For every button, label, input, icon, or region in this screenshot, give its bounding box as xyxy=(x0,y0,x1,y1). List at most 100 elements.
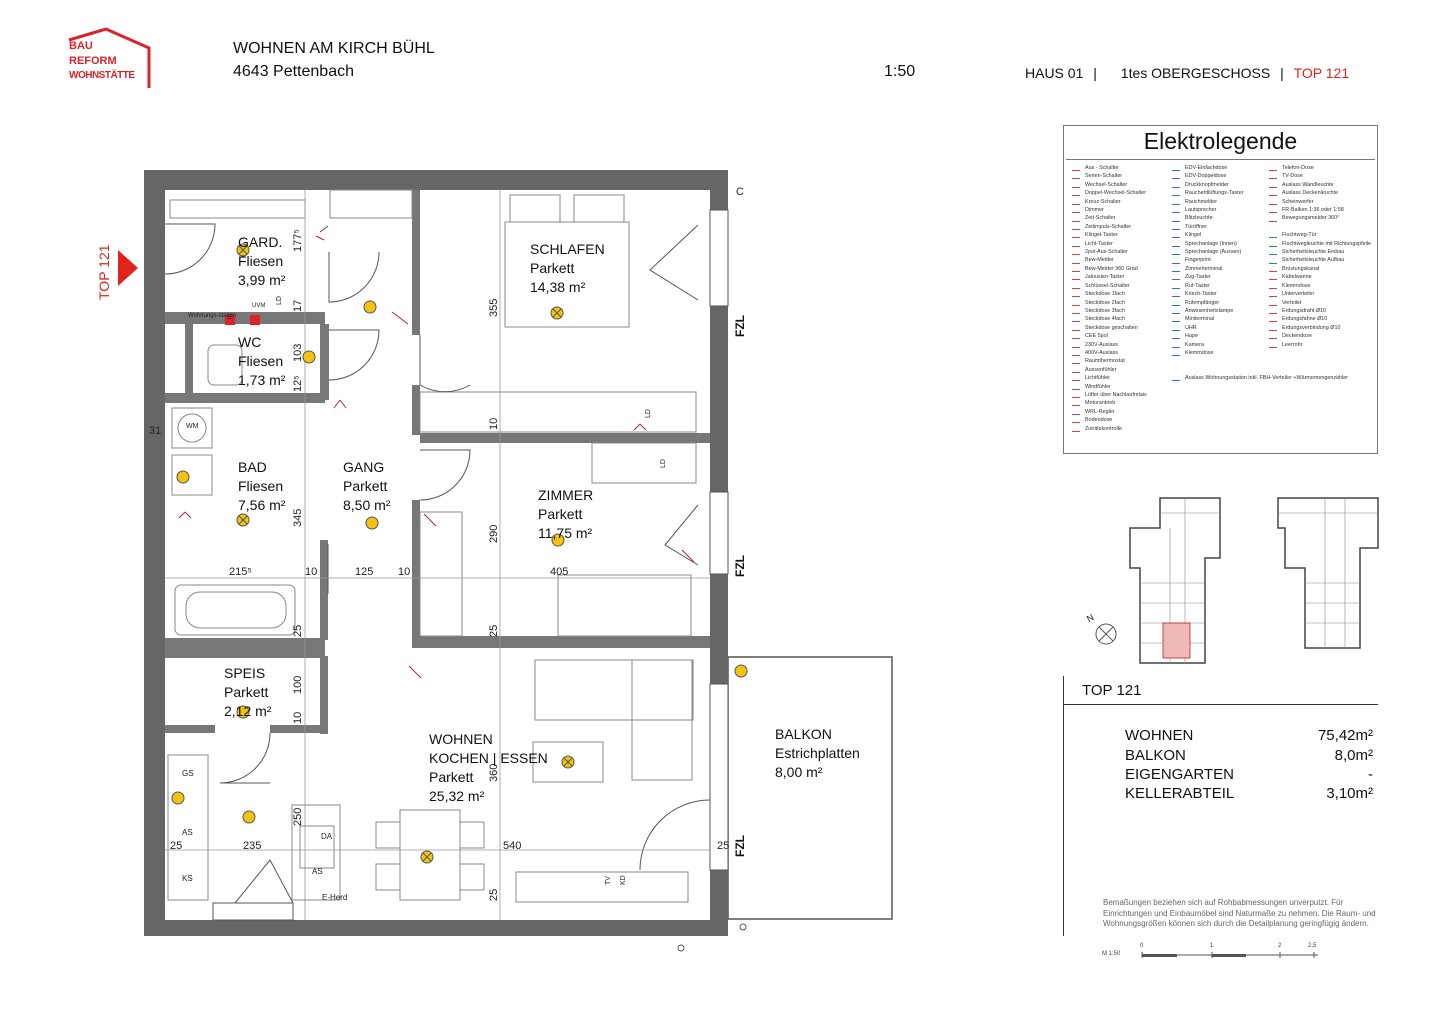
legend-label: Lautsprecher xyxy=(1185,207,1217,214)
legend-symbol-icon xyxy=(1072,223,1080,230)
room-gard-floor: Fliesen xyxy=(238,253,284,269)
legend-label: Bodendose xyxy=(1085,417,1113,424)
legend-symbol-icon xyxy=(1072,324,1080,331)
legend-symbol-icon xyxy=(1172,223,1180,230)
legend-label: Aussenfühler xyxy=(1085,366,1117,373)
fzl-label: FZL xyxy=(733,555,747,577)
legend-label: Steckdose geschalten xyxy=(1085,324,1138,331)
area-value: 75,42m² xyxy=(1317,727,1373,744)
room-gang-floor: Parkett xyxy=(343,478,388,494)
dimension: 31 xyxy=(149,425,162,437)
area-value: 3,10m² xyxy=(1326,785,1373,802)
legend-symbol-icon xyxy=(1072,189,1080,197)
legend-item: Bew-Melder xyxy=(1072,256,1147,264)
legend-label: 2pol-Aus-Schalter xyxy=(1085,249,1128,256)
room-schlafen: SCHLAFEN Parkett 14,38 m² xyxy=(530,240,605,297)
room-zimmer-floor: Parkett xyxy=(538,506,583,522)
legend-symbol-icon xyxy=(1172,290,1180,298)
room-wc-floor: Fliesen xyxy=(238,353,284,369)
legend-label: Sprechanlage (Aussen) xyxy=(1185,249,1242,256)
house-label: HAUS 01 | 1tes OBERGESCHOSS | TOP 121 xyxy=(1025,65,1349,81)
legend-label: Steckdose 1fach xyxy=(1085,291,1125,298)
legend-item: Kabelwanne xyxy=(1269,273,1371,281)
legend-item: Ruf-Taster xyxy=(1172,282,1348,290)
legend-label: Türöffner xyxy=(1185,223,1207,230)
legend-symbol-icon xyxy=(1072,282,1080,289)
area-row: WOHNEN 75,42m² xyxy=(1125,727,1373,744)
legend-label: Klingel-Taster xyxy=(1085,232,1118,239)
legend-symbol-icon xyxy=(1172,324,1180,331)
legend-item: Erdungsverbindung Ø10 xyxy=(1269,324,1371,332)
legend-item: Sicherheitsleuchte Aufbau xyxy=(1269,256,1371,264)
room-balkon-name: BALKON xyxy=(775,726,832,742)
disclaimer-note: Bemaßungen beziehen sich auf Rohbabmessu… xyxy=(1103,898,1376,928)
room-speis-name: SPEIS xyxy=(224,665,266,681)
legend-item: Doppel-Wechsel-Schalter xyxy=(1072,189,1147,197)
room-bad-floor: Fliesen xyxy=(238,478,284,494)
legend-label: 230V-Auslass xyxy=(1085,341,1118,348)
area-label: BALKON xyxy=(1125,747,1186,764)
area-value: 8,0m² xyxy=(1334,747,1373,764)
fixture-e: E xyxy=(228,314,233,321)
legend-label: Zeit-Schalter xyxy=(1085,215,1116,222)
dimension: 10 xyxy=(488,417,500,430)
legend-label: Sicherheitsleuchte Aufbau xyxy=(1282,257,1345,264)
legend-symbol-icon xyxy=(1269,240,1277,247)
legend-symbol-icon xyxy=(1269,181,1277,188)
legend-label: WRL-Regler xyxy=(1085,408,1115,415)
legend-label: Druckknopfmelder xyxy=(1185,181,1229,188)
legend-item: Bew-Melder 360 Grad xyxy=(1072,265,1147,273)
legend-symbol-icon xyxy=(1269,290,1277,298)
fixture-ks: KS xyxy=(182,874,193,883)
legend-symbol-icon xyxy=(1269,282,1277,289)
room-wc-area: 1,73 m² xyxy=(238,372,286,388)
legend-label: Bew-Melder 360 Grad xyxy=(1085,265,1138,272)
legend-item: TV-Dose xyxy=(1269,172,1371,180)
legend-item: Sprechanlage (Innen) xyxy=(1172,240,1348,248)
legend-symbol-icon xyxy=(1072,257,1080,264)
legend-item: Brüstungskanal xyxy=(1269,265,1371,273)
area-row: KELLERABTEIL 3,10m² xyxy=(1125,785,1373,802)
dimension: 177⁵ xyxy=(292,229,304,252)
legend-label: Bewegungsmelder 360° xyxy=(1282,215,1340,222)
fixture-da: DA xyxy=(321,832,333,841)
legend-item: Steckdose 1fach xyxy=(1072,290,1147,298)
logo: BAU REFORM WOHNSTÄTTE xyxy=(66,26,152,90)
legend-item: 230V-Auslass xyxy=(1072,341,1147,349)
dimension: 125 xyxy=(355,566,374,578)
legend-label: Sicherheitsleuchte Einbau xyxy=(1282,249,1345,256)
legend-item: Kamera xyxy=(1172,341,1348,349)
room-wohnen: WOHNEN KOCHEN | ESSEN Parkett 25,32 m² xyxy=(429,730,548,806)
legend-item: Rauchentlüftungs-Taster xyxy=(1172,189,1348,197)
legend-label: Steckdose 4fach xyxy=(1085,316,1125,323)
legend-item: Auslass Wandleuchte xyxy=(1269,181,1371,189)
legend-item: Fluchtweg-Tür xyxy=(1269,231,1371,239)
legend-label: Klemmdose xyxy=(1282,282,1311,289)
area-table-title: TOP 121 xyxy=(1082,682,1142,699)
legend-label: EDV-Einfachdose xyxy=(1185,165,1228,171)
fixture-tv: TV xyxy=(605,876,612,885)
legend-item: Erdungsfahne Ø10 xyxy=(1269,315,1371,323)
legend-item: FR-Balken 1:36 oder 1:58 xyxy=(1269,206,1371,214)
legend-label: Licht-Taster xyxy=(1085,240,1113,247)
legend-symbol-icon xyxy=(1072,290,1080,298)
legend-symbol-icon xyxy=(1072,172,1080,180)
legend-symbol-icon xyxy=(1172,366,1180,372)
legend-item: Lautsprecher xyxy=(1172,206,1348,214)
legend-symbol-icon xyxy=(1172,198,1180,205)
legend-label: Lichtfühler xyxy=(1085,375,1110,382)
room-balkon-floor: Estrichplatten xyxy=(775,745,860,761)
legend-item: Klingel-Taster xyxy=(1072,231,1147,239)
legend-symbol-icon xyxy=(1172,248,1180,256)
legend-symbol-icon xyxy=(1172,231,1180,239)
legend-symbol-icon xyxy=(1269,299,1277,306)
legend-symbol-icon xyxy=(1072,332,1080,340)
legend-label: Kamera xyxy=(1185,341,1204,348)
legend-symbol-icon xyxy=(1072,349,1080,357)
area-label: KELLERABTEIL xyxy=(1125,785,1235,802)
legend-symbol-icon xyxy=(1072,215,1080,222)
legend-label: Bew-Melder xyxy=(1085,257,1114,264)
room-wc: WC Fliesen 1,73 m² xyxy=(238,333,285,390)
fixture-gs: GS xyxy=(182,769,194,778)
